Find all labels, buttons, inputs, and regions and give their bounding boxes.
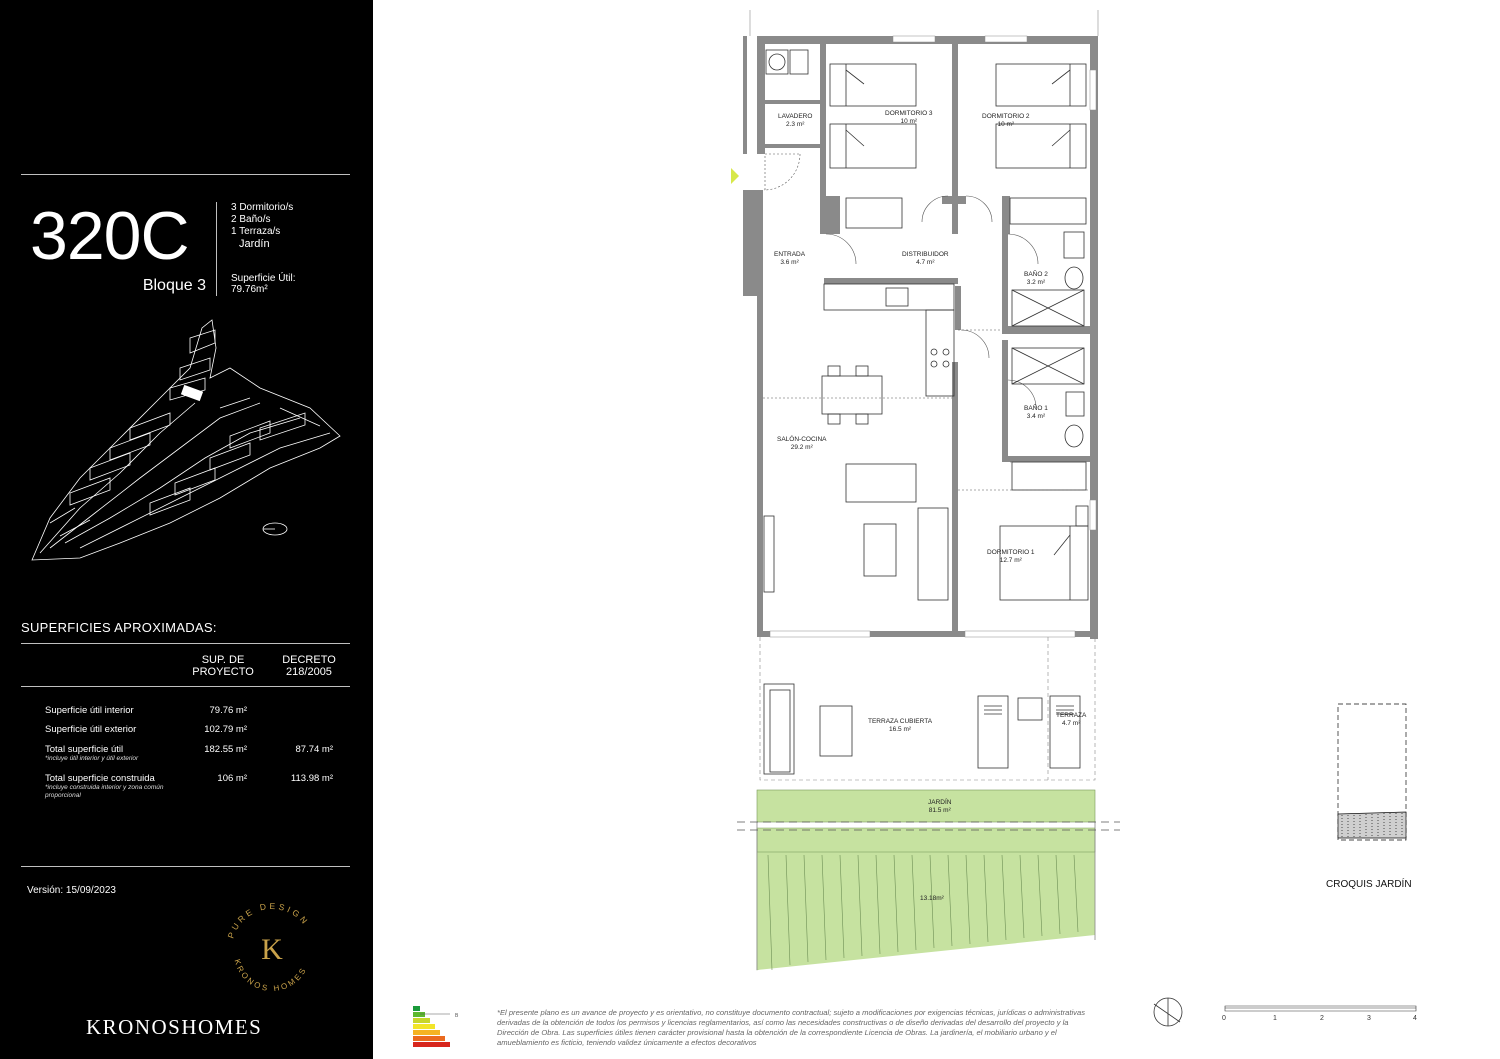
surface-row-proyecto: 79.76 m² xyxy=(209,705,248,716)
surface-row-note: *incluye construida interior y zona comú… xyxy=(45,784,164,799)
surface-row-proyecto: 182.55 m² xyxy=(204,744,247,755)
col-header-proyecto-line2: PROYECTO xyxy=(192,666,254,678)
room-area: 2.3 m² xyxy=(786,121,805,128)
unit-features: 3 Dormitorio/s 2 Baño/s 1 Terraza/s Jard… xyxy=(231,202,293,250)
room-name: BAÑO 1 xyxy=(1024,405,1048,412)
room-name: TERRAZA xyxy=(1056,712,1087,719)
room-area: 12.7 m² xyxy=(999,557,1022,564)
feature-garden: Jardín xyxy=(239,238,270,250)
surface-row-label: Superficie útil interior xyxy=(45,705,134,716)
room-area: 3.2 m² xyxy=(1026,279,1046,286)
scale-tick: 3 xyxy=(1367,1015,1371,1022)
divider xyxy=(21,686,350,687)
brand-seal-logo: PURE DESIGN KRONOS HOMES K xyxy=(226,901,309,993)
surface-row-label: Total superficie útil xyxy=(45,744,124,755)
unit-code: 320C xyxy=(30,198,190,274)
room-area: 81.5 m² xyxy=(928,807,951,814)
room-area: 10 m² xyxy=(997,121,1015,128)
room-name: LAVADERO xyxy=(778,113,813,120)
surface-row-decreto: 113.98 m² xyxy=(290,773,333,784)
scale-tick: 2 xyxy=(1320,1015,1324,1022)
room-area: 4.7 m² xyxy=(916,259,935,266)
room-name: BAÑO 2 xyxy=(1024,271,1048,278)
scale-tick: 0 xyxy=(1222,1015,1226,1022)
surface-row-note: *incluye útil interior y útil exterior xyxy=(45,755,139,762)
room-area: 4.7 m² xyxy=(1061,720,1081,727)
floor-plan: B xyxy=(413,10,1417,1047)
brand-wordmark: KRONOSHOMES xyxy=(86,1015,263,1039)
room-name: JARDÍN xyxy=(928,799,952,806)
surfaces-title: SUPERFICIES APROXIMADAS: xyxy=(21,620,217,635)
room-name: DORMITORIO 2 xyxy=(982,113,1030,120)
garden-area xyxy=(756,789,1096,823)
svg-text:K: K xyxy=(261,933,283,966)
version-date: Versión: 15/09/2023 xyxy=(27,885,116,896)
room-name: TERRAZA CUBIERTA xyxy=(868,718,933,725)
room-area: 3.6 m² xyxy=(780,259,799,266)
col-header-proyecto: SUP. DE PROYECTO xyxy=(178,654,268,678)
unit-block: Bloque 3 xyxy=(142,277,206,294)
scale-tick: 1 xyxy=(1273,1015,1277,1022)
col-header-proyecto-line1: SUP. DE xyxy=(201,654,245,666)
croquis-label: CROQUIS JARDÍN xyxy=(1326,879,1412,890)
surface-row-proyecto: 106 m² xyxy=(217,773,247,784)
surface-row-proyecto: 102.79 m² xyxy=(204,724,247,735)
divider xyxy=(21,643,350,644)
divider-vertical xyxy=(216,202,217,296)
room-name: SALÓN-COCINA xyxy=(777,436,827,443)
room-area: 29.2 m² xyxy=(790,444,813,451)
room-area: 13.18m² xyxy=(920,895,944,902)
disclaimer-text: *El presente plano es un avance de proye… xyxy=(497,1008,1085,1047)
useful-surface: Superficie Útil: 79.76m² xyxy=(231,273,295,295)
feature-terraces: 1 Terraza/s xyxy=(231,226,281,237)
col-header-decreto: DECRETO 218/2005 xyxy=(264,654,354,678)
room-area: 16.5 m² xyxy=(889,726,912,733)
divider xyxy=(21,866,350,867)
room-area: 10 m² xyxy=(900,118,918,125)
room-name: ENTRADA xyxy=(774,251,806,258)
entry-arrow xyxy=(731,168,739,184)
feature-bathrooms: 2 Baño/s xyxy=(231,214,271,225)
site-aerial-sketch xyxy=(31,319,341,561)
col-header-decreto-line1: DECRETO xyxy=(282,654,336,666)
energy-rating-chart: B xyxy=(413,1006,459,1047)
col-header-decreto-line2: 218/2005 xyxy=(286,666,332,678)
room-area: 3.4 m² xyxy=(1026,413,1046,420)
north-compass-icon xyxy=(1153,997,1183,1027)
surface-row-decreto: 87.74 m² xyxy=(295,744,334,755)
divider xyxy=(21,174,350,175)
useful-surface-value: 79.76m² xyxy=(231,284,268,295)
surface-row-label: Superficie útil exterior xyxy=(45,724,137,735)
info-sidebar: 320C Bloque 3 3 Dormitorio/s 2 Baño/s 1 … xyxy=(0,0,373,1059)
scale-bar xyxy=(1224,1005,1417,1012)
feature-bedrooms: 3 Dormitorio/s xyxy=(231,202,294,213)
garden-lower-area-label: 13.18m² xyxy=(920,895,944,903)
scale-tick: 4 xyxy=(1413,1015,1417,1022)
room-name: DORMITORIO 1 xyxy=(987,549,1035,556)
room-name: DISTRIBUIDOR xyxy=(902,251,949,258)
useful-surface-label: Superficie Útil: xyxy=(231,273,296,284)
room-name: DORMITORIO 3 xyxy=(885,110,933,117)
surface-row-label: Total superficie construida xyxy=(45,773,155,784)
energy-rating-letter: B xyxy=(455,1013,459,1019)
